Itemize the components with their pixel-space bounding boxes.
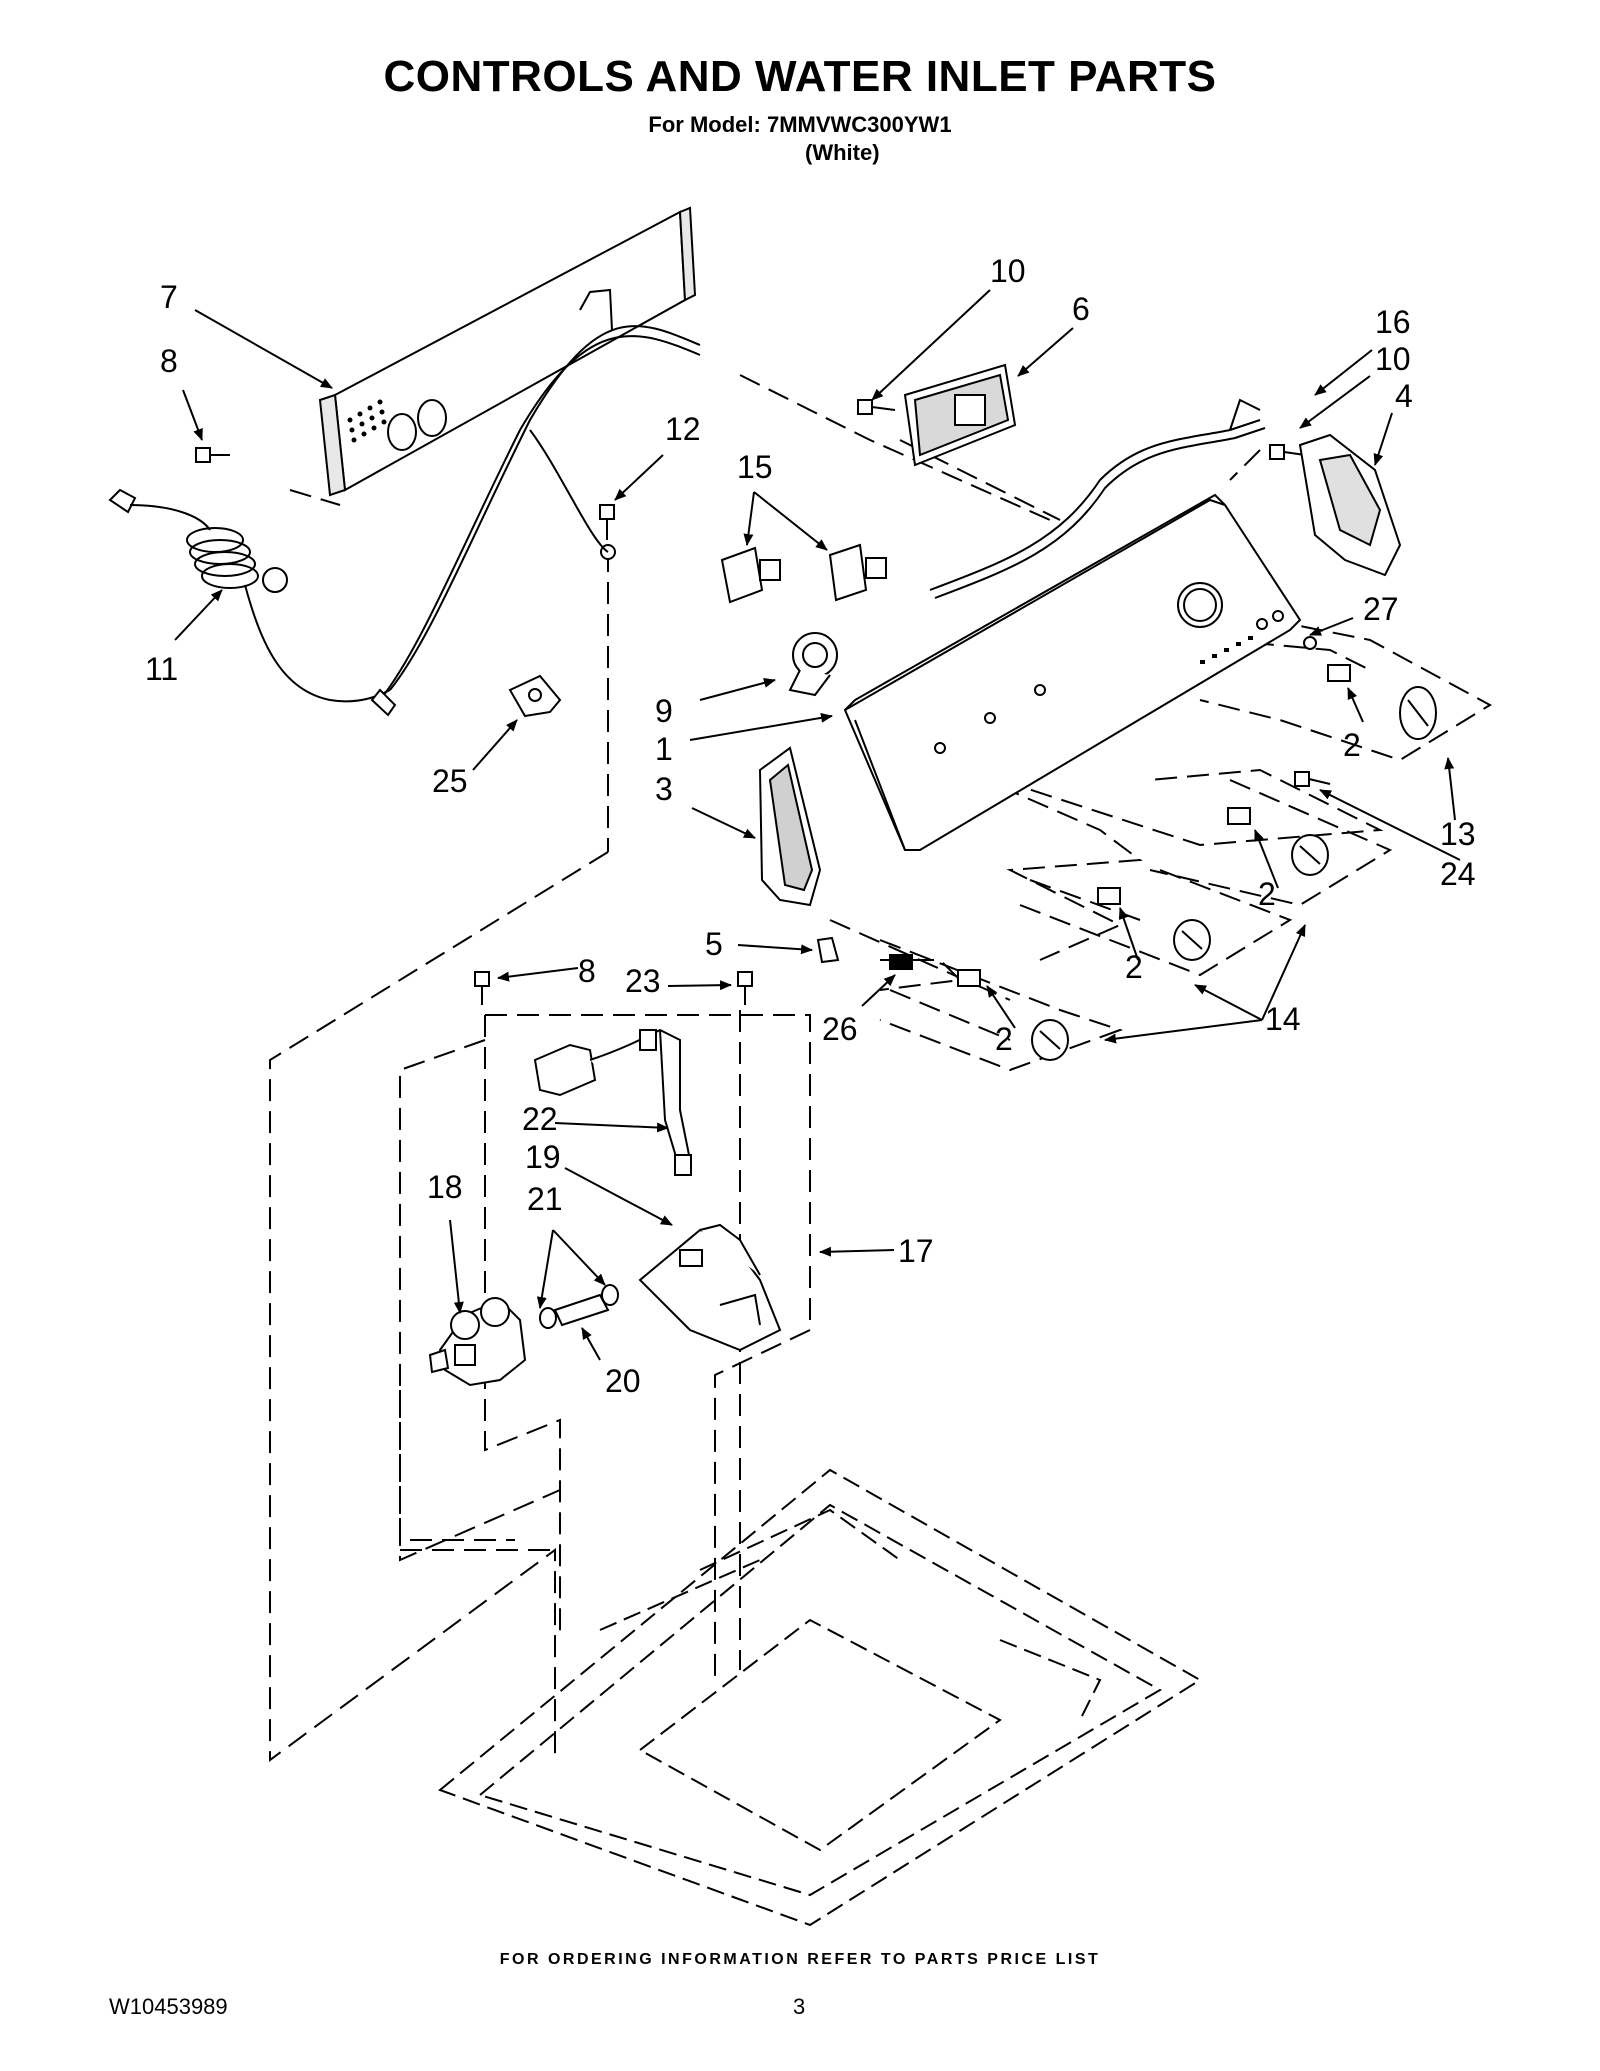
valve-18	[428, 1297, 527, 1387]
callout-17: 17	[898, 1233, 934, 1269]
callout-27: 27	[1363, 591, 1399, 627]
screw-8-top	[195, 447, 230, 463]
callout-16: 16	[1375, 304, 1411, 340]
console-panel	[843, 493, 1302, 851]
insert-d	[957, 969, 981, 987]
callout-18: 18	[427, 1169, 463, 1205]
callout-3: 3	[655, 771, 673, 807]
callout-2-c: 2	[1125, 949, 1143, 985]
callout-24: 24	[1440, 856, 1476, 892]
callout-4: 4	[1395, 378, 1413, 414]
callout-20: 20	[605, 1363, 641, 1399]
callout-22: 22	[522, 1101, 558, 1137]
screw-23	[737, 971, 753, 1005]
callout-7: 7	[160, 279, 178, 315]
callout-19: 19	[525, 1139, 561, 1175]
leader-lines	[174, 289, 1461, 1361]
callout-12: 12	[665, 411, 701, 447]
callout-21: 21	[527, 1181, 563, 1217]
screw-24	[1294, 771, 1331, 787]
callout-labels: 7 8 11 12 25 10 6 16 10 4 15 27 9 1 3 2 …	[145, 253, 1476, 1399]
left-end-cap	[758, 746, 840, 964]
hose-20	[553, 1293, 610, 1327]
insert-b	[1227, 807, 1251, 825]
callout-10: 10	[990, 253, 1026, 289]
callout-14: 14	[1265, 1001, 1301, 1037]
page-number: 3	[793, 1994, 806, 2019]
console-rear-panel	[318, 206, 697, 497]
switches	[720, 543, 887, 697]
knob-a	[1291, 834, 1329, 876]
knobs	[889, 636, 1437, 1061]
callout-15: 15	[737, 449, 773, 485]
callout-1: 1	[655, 731, 673, 767]
color-line: (White)	[805, 140, 880, 165]
knob-13	[1399, 686, 1437, 740]
clamps-21	[539, 1284, 619, 1329]
page-title: CONTROLS AND WATER INLET PARTS	[383, 52, 1217, 101]
callout-2-d: 2	[995, 1021, 1013, 1057]
callout-8: 8	[160, 343, 178, 379]
screw-10a	[857, 399, 896, 415]
knob-b	[1173, 919, 1211, 961]
dashed-assembly-lines	[269, 374, 1493, 1762]
callout-5: 5	[705, 926, 723, 962]
cabinet-top-outline	[438, 1468, 1202, 1927]
power-cord	[108, 325, 701, 717]
dispenser-19	[638, 1223, 782, 1352]
insert-a	[1327, 664, 1351, 682]
callout-13: 13	[1440, 816, 1476, 852]
callout-10b: 10	[1375, 341, 1411, 377]
callout-11: 11	[145, 651, 178, 687]
callout-8b: 8	[578, 953, 596, 989]
callout-23: 23	[625, 963, 661, 999]
end-cap	[1298, 433, 1402, 577]
control-board	[903, 363, 1017, 467]
document-number: W10453989	[109, 1994, 228, 2019]
callout-2-b: 2	[1258, 876, 1276, 912]
insert-c	[1097, 887, 1121, 905]
wire-harness	[929, 398, 1266, 599]
callout-2-a: 2	[1343, 727, 1361, 763]
screw-8-lower	[474, 971, 490, 1005]
callout-9: 9	[655, 693, 673, 729]
callout-25: 25	[432, 763, 468, 799]
screw-10b	[1269, 444, 1306, 460]
insert-26	[889, 954, 913, 970]
ordering-note: FOR ORDERING INFORMATION REFER TO PARTS …	[499, 1951, 1101, 1968]
wire-clip	[508, 674, 562, 718]
water-inlet-assembly	[428, 1028, 782, 1387]
knob-c	[1031, 1019, 1069, 1061]
model-line: For Model: 7MMVWC300YW1	[648, 112, 952, 137]
callout-6: 6	[1072, 291, 1090, 327]
callout-26: 26	[822, 1011, 858, 1047]
